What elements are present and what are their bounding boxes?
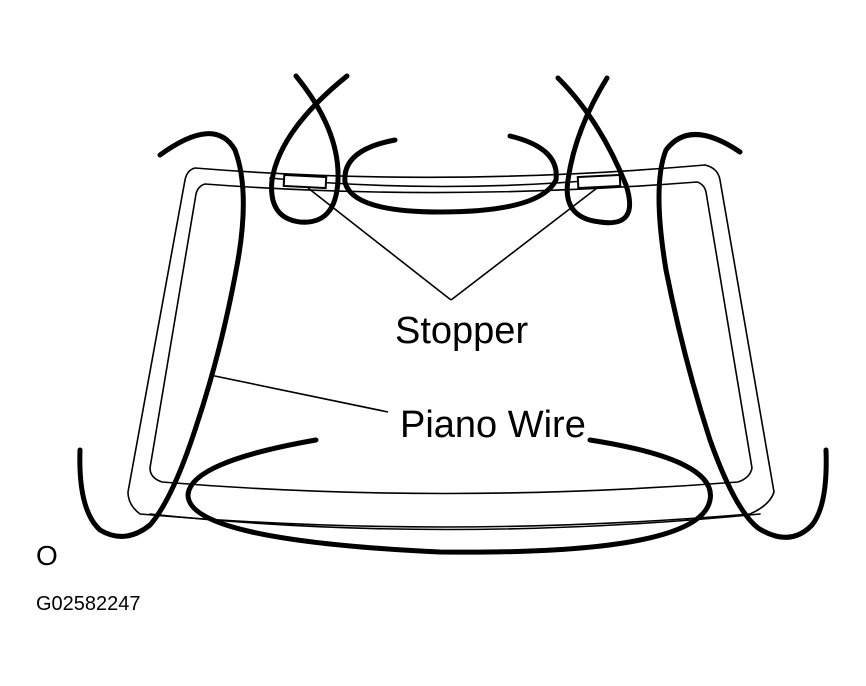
piano-wire-right-side xyxy=(656,132,829,540)
piano-wire-bottom-loop xyxy=(185,437,713,555)
windshield-outer-outline xyxy=(127,164,775,528)
piano-wire-top-right-loop xyxy=(555,75,633,226)
stopper-leader-right xyxy=(450,187,598,301)
lower-molding-line xyxy=(149,513,761,531)
stopper-leader-left xyxy=(307,187,452,301)
stopper-left xyxy=(282,173,328,190)
stopper-right xyxy=(576,173,622,190)
piano-wire-left-side xyxy=(77,131,246,539)
piano-wire-label: Piano Wire xyxy=(400,404,586,446)
piano-wire-top-middle-loop xyxy=(342,133,559,215)
piano-wire-leader xyxy=(209,374,389,413)
windshield-inner-outline xyxy=(149,181,753,495)
view-marker: O xyxy=(36,540,58,571)
figure-id: G02582247 xyxy=(36,593,141,615)
piano-wire-top-left-loop xyxy=(269,73,350,225)
stopper-label: Stopper xyxy=(395,310,528,352)
